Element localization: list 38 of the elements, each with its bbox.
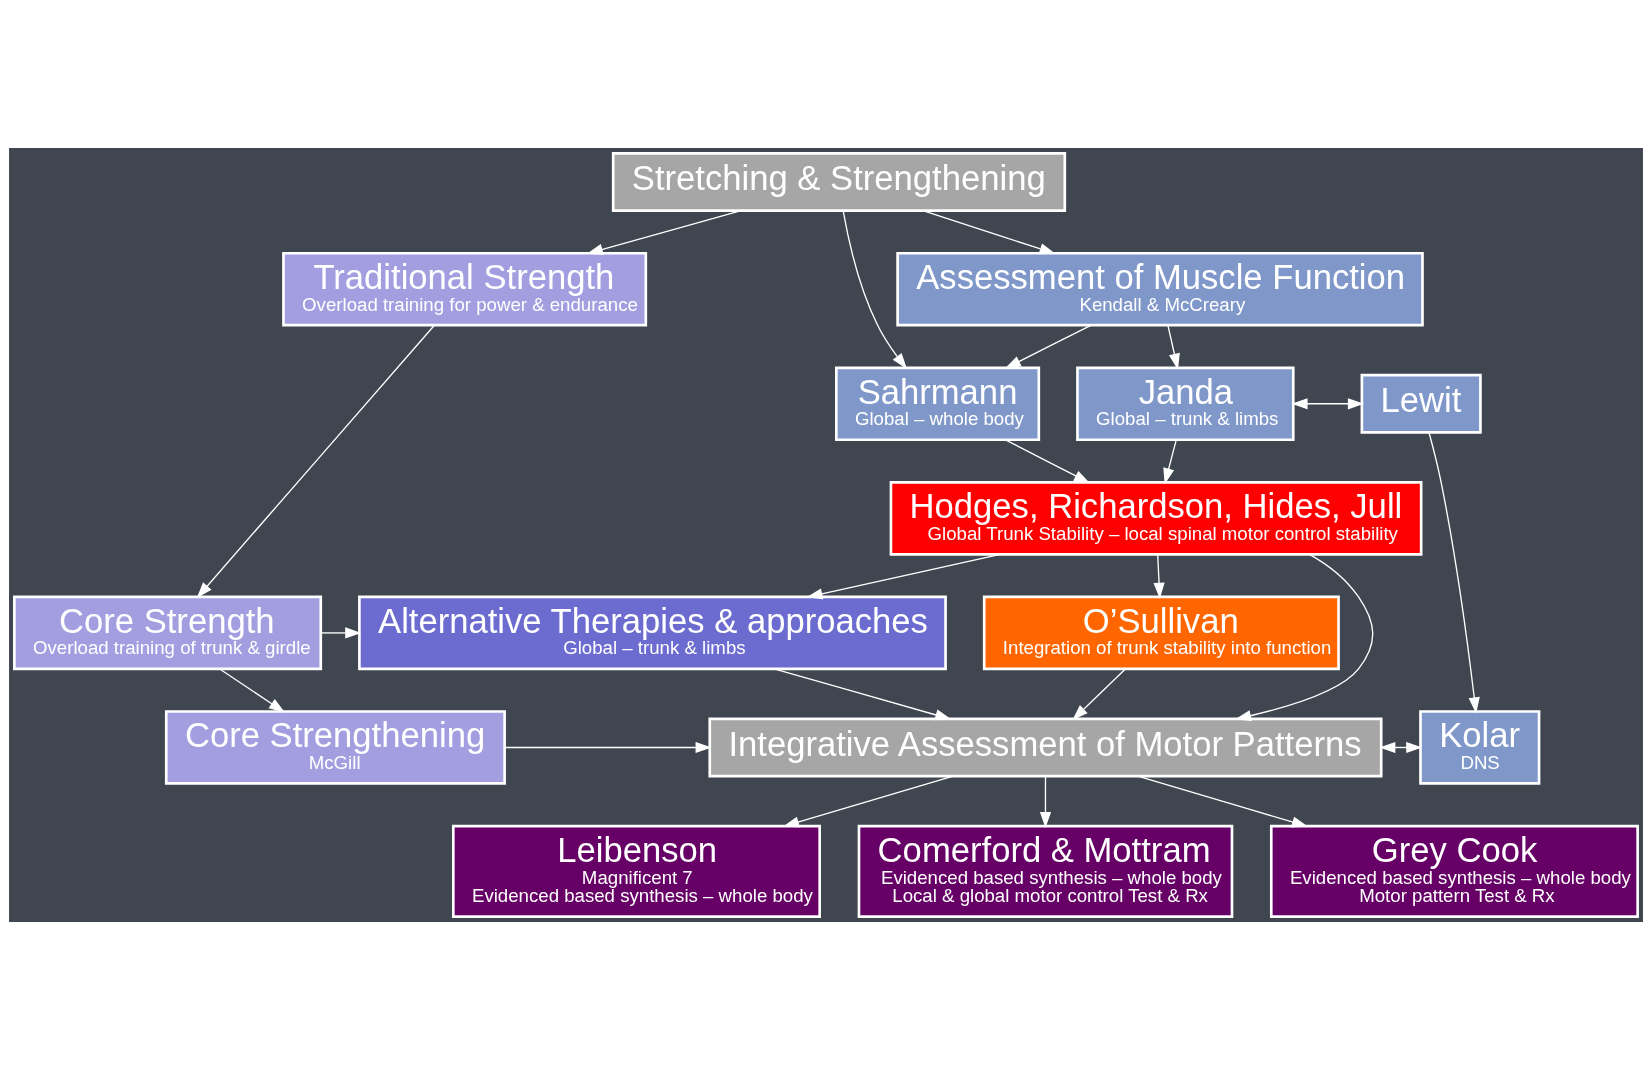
arrow <box>922 209 1056 254</box>
arrow <box>196 324 435 598</box>
arrow <box>1163 438 1177 484</box>
node-box: Alternative Therapies & approaches Global – trunk & limbs <box>358 595 947 670</box>
node-box: Core Strengthening McGill <box>164 709 506 785</box>
arrow <box>1167 324 1180 370</box>
arrow <box>1004 324 1092 369</box>
node-box: Grey Cook Evidenced based synthesis – whole body Motor pattern Test & Rx <box>1269 824 1639 918</box>
node-box: Traditional Strength Overload training for power & endurance <box>282 251 648 326</box>
arrow <box>1004 438 1090 483</box>
arrow <box>320 626 362 638</box>
arrow <box>1379 741 1423 753</box>
node-box: Hodges, Richardson, Hides, Jull Global Trunk Stability – local spinal motor control stability <box>889 480 1423 556</box>
node-box: Stretching & Strengthening <box>611 151 1067 212</box>
arrow <box>1072 667 1126 720</box>
node-box: Leibenson Magnificent 7 Evidenced based synthesis – whole body <box>452 824 821 918</box>
node-box: Kolar DNS <box>1419 709 1541 785</box>
arrow <box>1291 397 1364 409</box>
arrow <box>806 553 1001 599</box>
arrow <box>1428 431 1480 713</box>
node-box: Comerford & Mottram Evidenced based synthesis – whole body Local & global motor control Test & Rx <box>857 824 1234 918</box>
node-box: O’Sullivan Integration of trunk stability into function <box>982 595 1340 670</box>
node-box: Janda Global – trunk & limbs <box>1076 366 1295 441</box>
arrow <box>842 209 907 369</box>
arrow <box>503 741 712 753</box>
arrow <box>219 667 285 712</box>
node-box: Assessment of Muscle Function Kendall & McCreary <box>896 251 1424 326</box>
arrow <box>1137 775 1308 827</box>
node-box: Core Strength Overload training of trunk & girdle <box>13 595 323 670</box>
arrow <box>1153 553 1165 599</box>
node-box: Integrative Assessment of Motor Patterns <box>708 717 1383 777</box>
arrow <box>1039 775 1052 828</box>
node-box: Sahrmann Global – whole body <box>835 366 1041 441</box>
arrow <box>1235 553 1374 721</box>
arrow <box>783 775 954 827</box>
node-box: Lewit <box>1360 373 1482 434</box>
arrow <box>773 667 952 720</box>
arrow <box>586 209 742 255</box>
